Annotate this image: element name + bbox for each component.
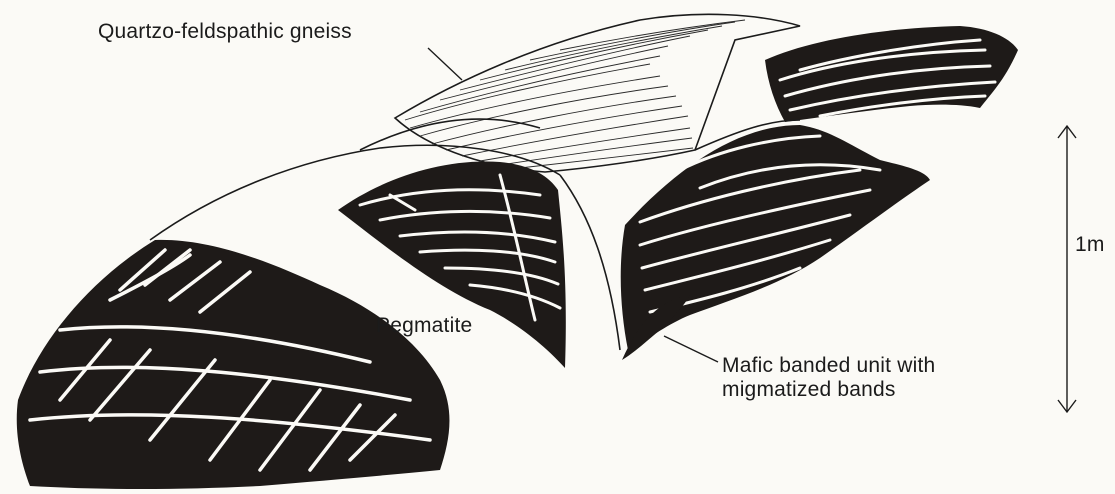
- label-scale-1m: 1m: [1075, 233, 1105, 257]
- label-mafic-line1: Mafic banded unit with: [722, 354, 1042, 378]
- mafic-block-lower-left: [17, 240, 450, 489]
- scale-bar: [1058, 126, 1076, 412]
- label-mafic-line2: migmatized bands: [722, 378, 1042, 402]
- label-quartzofeldspathic-gneiss: Quartzo-feldspathic gneiss: [98, 20, 352, 44]
- leader-gneiss: [428, 48, 462, 80]
- leader-mafic: [664, 336, 718, 362]
- label-pegmatite: Pegmatite: [376, 314, 472, 338]
- label-mafic-banded-unit: Mafic banded unit with migmatized bands: [722, 354, 1042, 402]
